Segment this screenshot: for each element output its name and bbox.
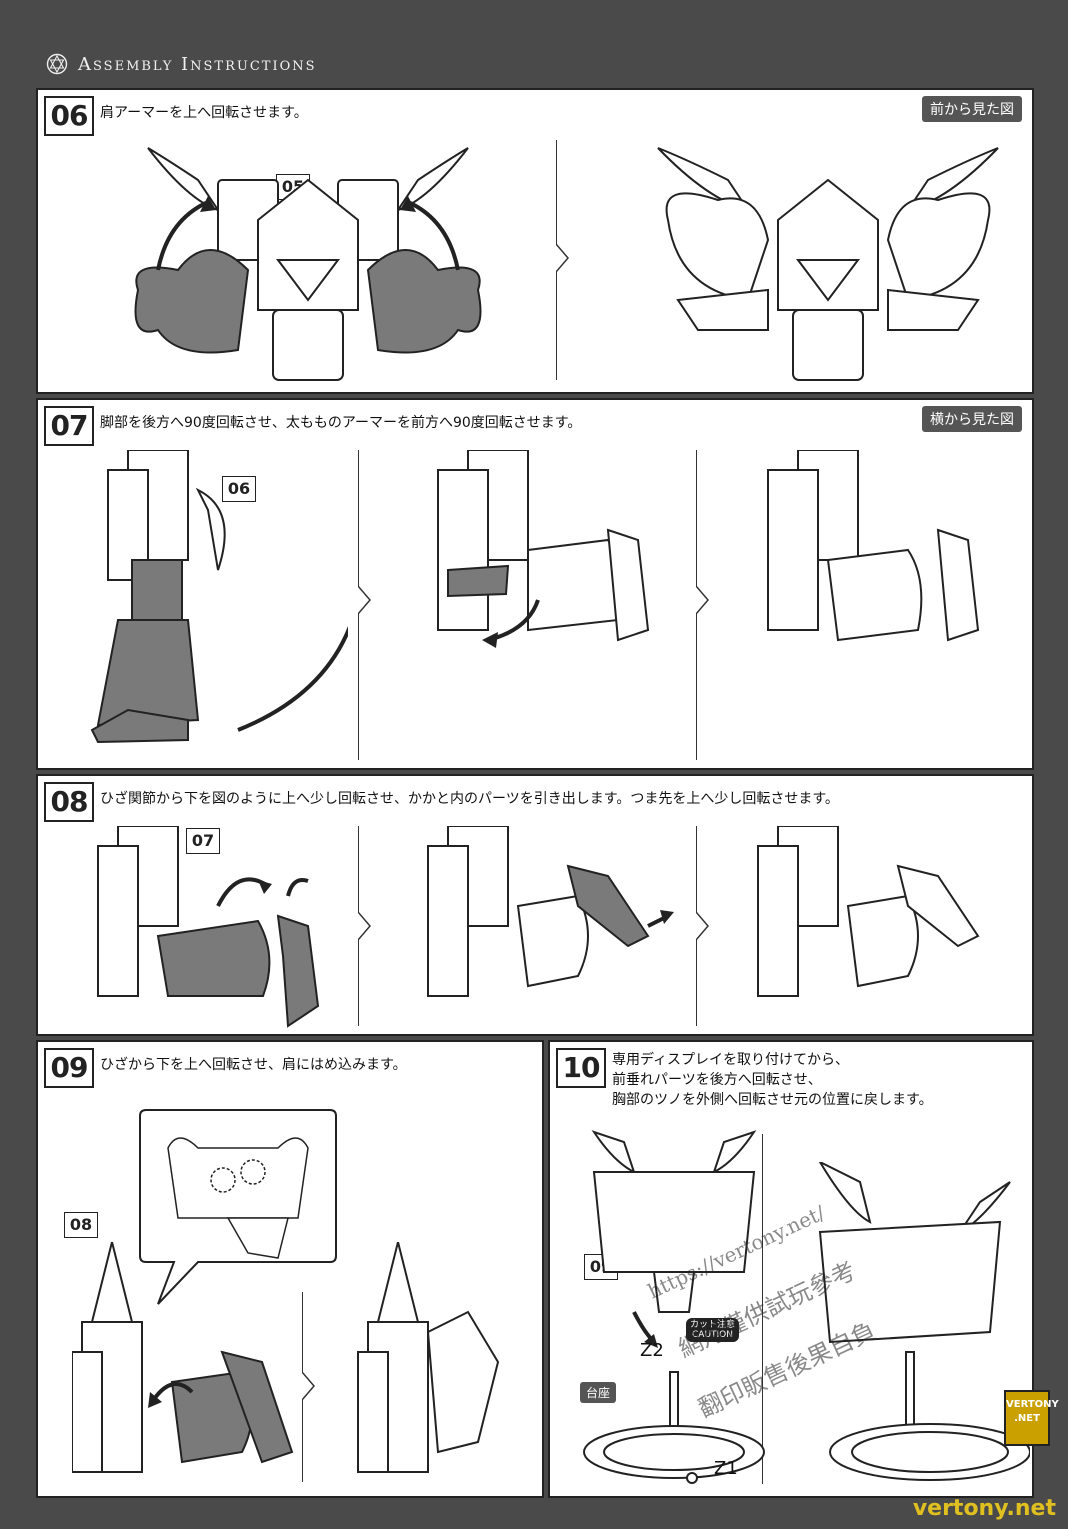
reference-step-badge: 07	[186, 828, 220, 854]
page-header: Assembly Instructions	[38, 50, 1028, 82]
knee-figure-end	[757, 826, 980, 997]
robot-figure-before	[134, 147, 482, 381]
fold-figure-start	[72, 1242, 294, 1473]
step-number: 07	[44, 406, 94, 446]
step-07-panel: 07 脚部を後方へ90度回転させ、太もものアーマーを前方へ90度回転させます。 …	[36, 398, 1034, 770]
step-instruction: ひざ関節から下を図のように上へ少し回転させ、かかと内のパーツを引き出します。つま…	[100, 791, 839, 807]
chevron-right-icon	[358, 586, 371, 614]
site-logo: VERTONY .NET	[1004, 1390, 1059, 1446]
chevron-right-icon	[358, 912, 371, 940]
step-instruction: ひざから下を上へ回転させ、肩にはめ込みます。	[100, 1057, 407, 1073]
fold-figure-end	[357, 1242, 500, 1473]
knee-figure-start	[97, 826, 320, 1028]
chevron-right-icon	[696, 586, 709, 614]
leg-figure-end	[767, 450, 980, 642]
reference-step-badge: 06	[222, 476, 256, 502]
base-label: 台座	[580, 1382, 617, 1403]
step-08-panel: 08 ひざ関節から下を図のように上へ少し回転させ、かかと内のパーツを引き出します…	[36, 774, 1034, 1036]
chevron-right-icon	[556, 244, 569, 272]
instruction-line: 前垂れパーツを後方へ回転させ、	[612, 1072, 822, 1088]
step-instruction: 肩アーマーを上へ回転させます。	[100, 105, 308, 121]
step-10-panel: 10 専用ディスプレイを取り付けてから、 前垂れパーツを後方へ回転させ、 胸部の…	[548, 1040, 1034, 1498]
display-assembly-figure	[583, 1130, 765, 1484]
robot-figure-after	[657, 147, 999, 381]
step-06-panel: 06 肩アーマーを上へ回転させます。 前から見た図 05	[36, 88, 1034, 394]
step-number: 06	[44, 96, 94, 136]
page-title: Assembly Instructions	[78, 54, 317, 75]
part-label-z2: Z2	[640, 1340, 664, 1361]
reference-step-badge: 08	[64, 1212, 98, 1238]
logo-line: VERTONY	[1006, 1399, 1059, 1410]
step-number: 09	[44, 1048, 94, 1088]
caution-badge: カット注意 CAUTION	[686, 1318, 740, 1342]
leg-figure-middle	[437, 450, 650, 648]
detail-callout	[139, 1109, 337, 1305]
step-number: 10	[556, 1048, 606, 1088]
leg-figure-start	[90, 450, 348, 744]
part-label-z1: Z1	[714, 1458, 738, 1479]
chevron-right-icon	[302, 1372, 315, 1400]
logo-line: .NET	[1014, 1413, 1040, 1424]
instruction-line: 胸部のツノを外側へ回転させ元の位置に戻します。	[612, 1092, 933, 1108]
view-label: 横から見た図	[922, 406, 1022, 432]
step-instruction: 脚部を後方へ90度回転させ、太もものアーマーを前方へ90度回転させます。	[100, 415, 582, 431]
emblem-icon	[46, 53, 68, 75]
divider	[762, 1134, 763, 1484]
knee-figure-middle	[427, 826, 674, 997]
chevron-right-icon	[696, 912, 709, 940]
caution-jp: カット注意	[690, 1320, 736, 1330]
instruction-line: 専用ディスプレイを取り付けてから、	[612, 1052, 850, 1068]
step-09-panel: 09 ひざから下を上へ回転させ、肩にはめ込みます。 08	[36, 1040, 544, 1498]
caution-en: CAUTION	[692, 1330, 733, 1340]
display-complete-figure	[818, 1162, 1030, 1481]
step-number: 08	[44, 782, 94, 822]
step-instruction: 専用ディスプレイを取り付けてから、 前垂れパーツを後方へ回転させ、 胸部のツノを…	[612, 1050, 933, 1110]
footer-watermark: vertony.net	[912, 1496, 1056, 1521]
view-label: 前から見た図	[922, 96, 1022, 122]
